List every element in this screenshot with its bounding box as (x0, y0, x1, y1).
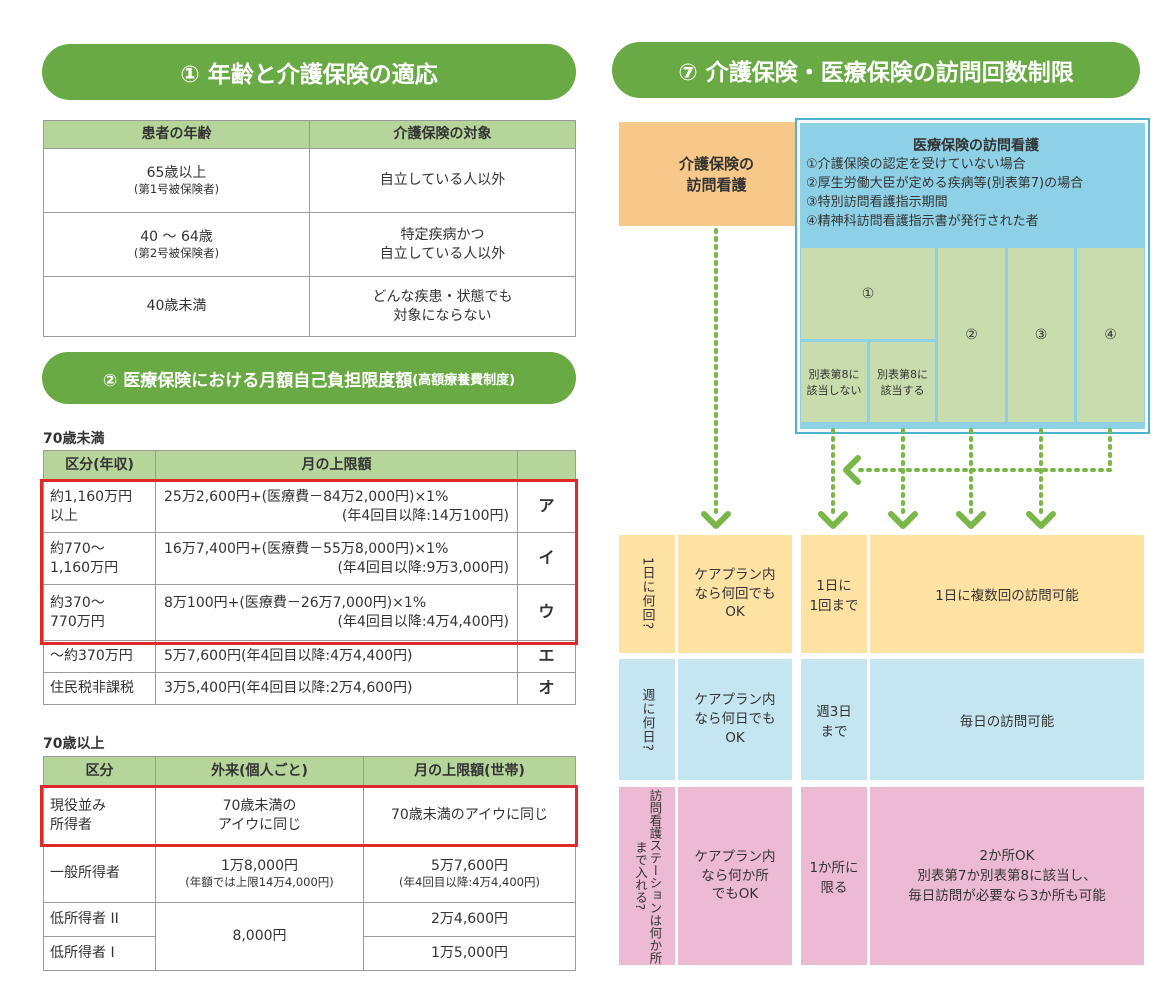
household-value: 5万7,600円 (431, 857, 508, 874)
arrow-down-col3 (956, 511, 986, 529)
col-4: ④ (1077, 248, 1144, 422)
kaigo-days-per-week: ケアプラン内 なら何日でも OK (678, 659, 792, 780)
over70-table: 区分 外来(個人ごと) 月の上限額(世帯) 現役並み 所得者 70歳未満の アイ… (43, 756, 576, 971)
section2-title: ② 医療保険における月額自己負担限度額 (高額療養費制度) (42, 352, 576, 404)
row-q-stations: 訪問看護ステーションは何か所まで入れる? (619, 787, 675, 965)
section7-title: ⑦ 介護保険・医療保険の訪問回数制限 (612, 42, 1140, 98)
category-cell: 現役並み 所得者 (43, 786, 156, 845)
limited-stations: 1か所に 限る (801, 787, 867, 965)
category-cell: 低所得者 I (43, 936, 156, 971)
limit-cell: 8万100円+(医療費－26万7,000円)×1% (年4回目以降:4万4,40… (155, 584, 518, 641)
age-cell: 65歳以上 (第1号被保険者) (43, 148, 310, 213)
target-header: 介護保険の対象 (309, 120, 576, 149)
target-cell: 特定疾病かつ 自立している人以外 (309, 212, 576, 277)
iryo-item: ④精神科訪問看護指示書が発行された者 (806, 213, 1039, 229)
row-q-days-per-week: 週に何日? (619, 659, 675, 780)
limited-days-per-week: 週3日 まで (801, 659, 867, 780)
outpatient-value: 1万8,000円 (221, 857, 298, 874)
age-cell: 40 ～ 64歳 (第2号被保険者) (43, 212, 310, 277)
col-2: ② (938, 248, 1005, 422)
age-sub: (第2号被保険者) (133, 246, 220, 261)
target-cell: どんな疾患・状態でも 対象にならない (309, 276, 576, 337)
section2-title-main: ② 医療保険における月額自己負担限度額 (102, 370, 413, 391)
outpatient-cell: 70歳未満の アイウに同じ (155, 786, 364, 845)
section1-title: ① 年齢と介護保険の適応 (42, 44, 576, 100)
arrow-left (843, 455, 861, 485)
iryo-item: ②厚生労働大臣が定める疾病等(別表第7)の場合 (806, 176, 1084, 192)
age-sub: (第1号被保険者) (133, 182, 220, 197)
kaigo-stations: ケアプラン内 なら何か所 でもOK (678, 787, 792, 965)
limited-times-per-day: 1日に 1回まで (801, 535, 867, 653)
unlimited-days-per-week: 毎日の訪問可能 (870, 659, 1144, 780)
row-q-times-per-day: 1日に何回? (619, 535, 675, 653)
arrow-down-col1 (818, 511, 848, 529)
category-header: 区分(年収) (43, 450, 156, 481)
code-cell: エ (517, 640, 576, 673)
arrow-down-kaigo (701, 511, 731, 529)
col-1-sub-yes: 別表第8に 該当する (870, 342, 935, 422)
code-header (517, 450, 576, 481)
limit-4th: (年4回目以降:14万100円) (341, 507, 509, 524)
limit-formula: 16万7,400円+(医療費－55万8,000円)×1% (164, 541, 449, 558)
over70-label: 70歳以上 (43, 736, 105, 752)
category-cell: 約1,160万円 以上 (43, 480, 156, 533)
category-cell: 低所得者 II (43, 902, 156, 937)
col-3: ③ (1008, 248, 1074, 422)
category-cell: 約370～ 770万円 (43, 584, 156, 641)
household-header: 月の上限額(世帯) (363, 756, 576, 787)
code-cell: ア (517, 480, 576, 533)
outpatient-header: 外来(個人ごと) (155, 756, 364, 787)
age-value: 65歳以上 (146, 164, 207, 181)
col-1: ① (801, 248, 935, 339)
arrow-down-col4 (1026, 511, 1056, 529)
limit-cell: 16万7,400円+(医療費－55万8,000円)×1% (年4回目以降:9万3… (155, 532, 518, 585)
limit-cell: 25万2,600円+(医療費－84万2,000円)×1% (年4回目以降:14万… (155, 480, 518, 533)
household-cell: 2万4,600円 (363, 902, 576, 937)
household-cell: 70歳未満のアイウに同じ (363, 786, 576, 845)
outpatient-sub: (年額では上限14万4,000円) (185, 875, 334, 890)
arrow-down-col1b (888, 511, 918, 529)
age-header: 患者の年齢 (43, 120, 310, 149)
kaigo-visit-box: 介護保険の 訪問看護 (619, 122, 814, 226)
code-cell: ウ (517, 584, 576, 641)
limit-cell: 5万7,600円(年4回目以降:4万4,400円) (155, 640, 518, 673)
limit-4th: (年4回目以降:9万3,000円) (337, 559, 509, 576)
unlimited-stations: 2か所OK 別表第7か別表第8に該当し、 毎日訪問が必要なら3か所も可能 (870, 787, 1144, 965)
category-header: 区分 (43, 756, 156, 787)
limit-formula: 8万100円+(医療費－26万7,000円)×1% (164, 595, 427, 612)
household-cell: 1万5,000円 (363, 936, 576, 971)
limit-formula: 25万2,600円+(医療費－84万2,000円)×1% (164, 489, 449, 506)
iryo-item: ③特別訪問看護指示期間 (806, 194, 948, 210)
category-cell: 約770～ 1,160万円 (43, 532, 156, 585)
iryo-title: 医療保険の訪問看護 (913, 138, 1039, 154)
household-cell: 5万7,600円 (年4回目以降:4万4,400円) (363, 844, 576, 903)
category-cell: 一般所得者 (43, 844, 156, 903)
category-cell: 住民税非課税 (43, 672, 156, 705)
age-table: 患者の年齢 介護保険の対象 65歳以上 (第1号被保険者) 自立している人以外 … (43, 120, 576, 337)
under70-label: 70歳未満 (43, 431, 105, 447)
household-sub: (年4回目以降:4万4,400円) (399, 875, 540, 890)
under70-table: 区分(年収) 月の上限額 約1,160万円 以上 25万2,600円+(医療費－… (43, 450, 576, 705)
col-1-sub-no: 別表第8に 該当しない (801, 342, 867, 422)
iryo-item: ①介護保険の認定を受けていない場合 (806, 157, 1026, 173)
section2-title-sub: (高額療養費制度) (412, 372, 516, 388)
category-cell: ～約370万円 (43, 640, 156, 673)
age-cell: 40歳未満 (43, 276, 310, 337)
limit-cell: 3万5,400円(年4回目以降:2万4,600円) (155, 672, 518, 705)
iryo-text: 医療保険の訪問看護 ①介護保険の認定を受けていない場合 ②厚生労働大臣が定める疾… (806, 136, 1146, 232)
unlimited-times-per-day: 1日に複数回の訪問可能 (870, 535, 1144, 653)
limit-header: 月の上限額 (155, 450, 518, 481)
code-cell: オ (517, 672, 576, 705)
limit-4th: (年4回目以降:4万4,400円) (337, 613, 509, 630)
outpatient-cell: 1万8,000円 (年額では上限14万4,000円) (155, 844, 364, 903)
age-value: 40 ～ 64歳 (140, 228, 213, 245)
kaigo-times-per-day: ケアプラン内 なら何回でも OK (678, 535, 792, 653)
target-cell: 自立している人以外 (309, 148, 576, 213)
outpatient-cell: 8,000円 (155, 902, 364, 971)
code-cell: イ (517, 532, 576, 585)
